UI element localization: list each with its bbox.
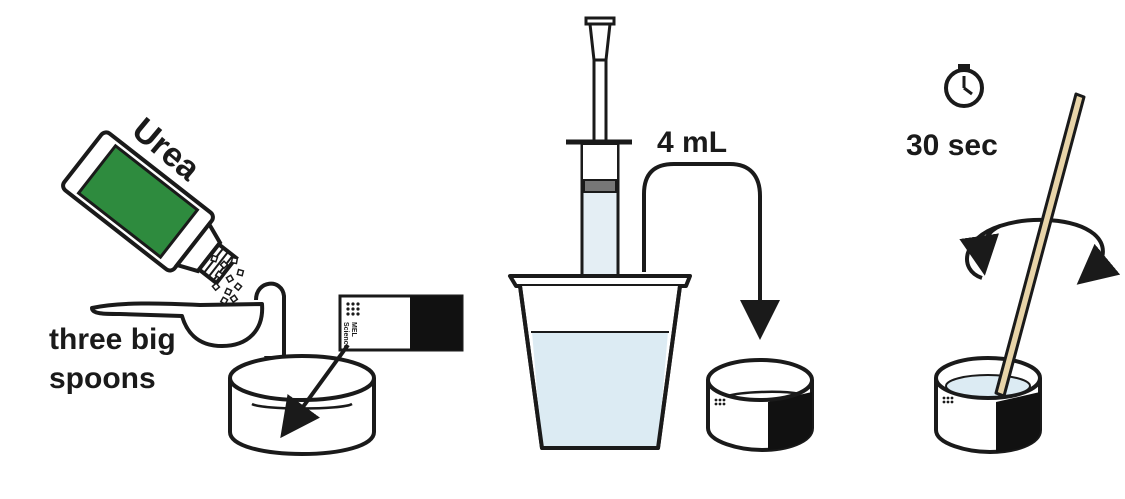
svg-text:Science: Science [342, 322, 349, 349]
amount-label-line1: three big [49, 323, 176, 356]
sticker-to-cup-arrow [280, 343, 350, 439]
measuring-spoon [90, 301, 265, 348]
urea-granules [210, 254, 245, 306]
sticker-dot-grid [346, 302, 360, 316]
syringe [566, 16, 632, 320]
amount-label-line2: spoons [49, 362, 156, 395]
measuring-cup-3 [934, 356, 1042, 455]
measuring-cup-2 [706, 358, 814, 453]
cup-sticker: MEL Science [338, 294, 464, 352]
urea-bottle [61, 130, 239, 286]
bottle-label-band [76, 143, 200, 260]
transfer-arrow [642, 162, 780, 340]
svg-text:MEL: MEL [350, 322, 357, 338]
spoon-to-cup-arrow [254, 281, 304, 396]
stopwatch-icon [944, 64, 984, 108]
time-label: 30 sec [906, 129, 998, 162]
beaker-liquid [532, 332, 668, 448]
stirring-stick [994, 92, 1086, 398]
volume-label: 4 mL [657, 126, 728, 159]
large-beaker [508, 274, 692, 450]
